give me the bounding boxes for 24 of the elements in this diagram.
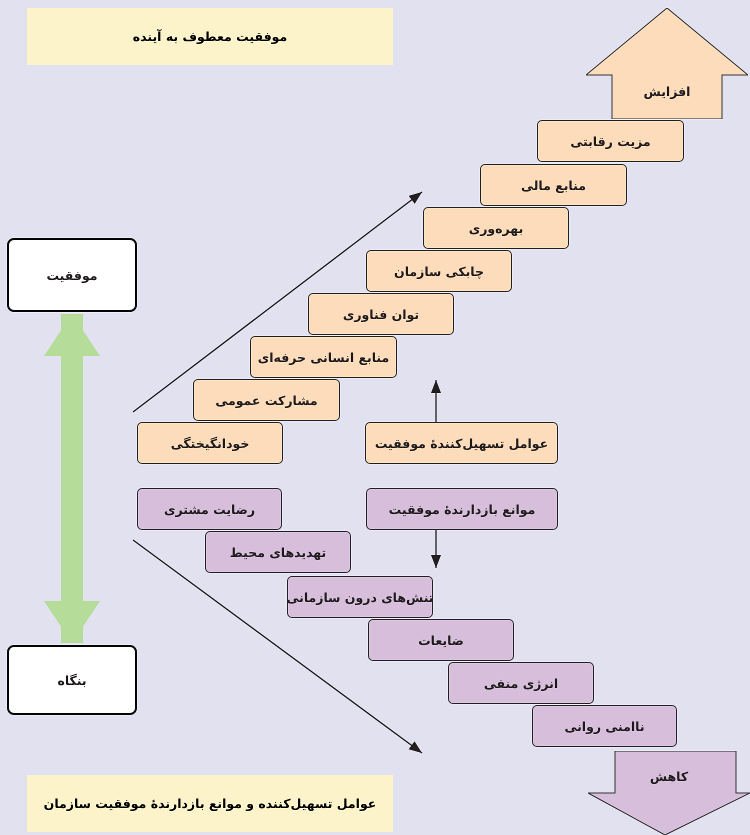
step-box: انرژی منفی — [448, 662, 594, 704]
step-box: رضایت مشتری — [137, 488, 282, 530]
title-banner: موفقیت معطوف به آینده — [27, 8, 393, 65]
step-box: مزیت رقابتی — [537, 120, 684, 162]
step-box: منابع انسانی حرفه‌ای — [250, 336, 397, 378]
step-box: چابکی سازمان — [366, 250, 512, 292]
step-box: توان فناوری — [308, 293, 454, 335]
step-box: بهره‌وری — [423, 207, 569, 249]
step-box: عوامل تسهیل‌کنندهٔ موفقیت — [365, 422, 558, 464]
step-box: تهدیدهای محیط — [205, 531, 351, 573]
step-box: ناامنی روانی — [532, 705, 677, 747]
label-box: موفقیت — [7, 238, 137, 312]
step-box: ضایعات — [368, 619, 514, 661]
step-box: خودانگیختگی — [137, 422, 283, 464]
double-arrow — [44, 314, 100, 643]
step-box: موانع بازدارندهٔ موفقیت — [366, 488, 558, 530]
step-box: منابع مالی — [480, 164, 627, 206]
arrow — [431, 530, 441, 568]
step-box: مشارکت عمومی — [193, 379, 340, 421]
up-arrow-shape: افزایش — [586, 8, 748, 119]
down-arrow-shape: کاهش — [588, 751, 750, 835]
label-box: بنگاه — [7, 645, 137, 715]
caption-banner: عوامل تسهیل‌کننده و موانع بازدارندهٔ موفقیت سازمان — [27, 775, 393, 832]
arrow — [431, 380, 441, 422]
